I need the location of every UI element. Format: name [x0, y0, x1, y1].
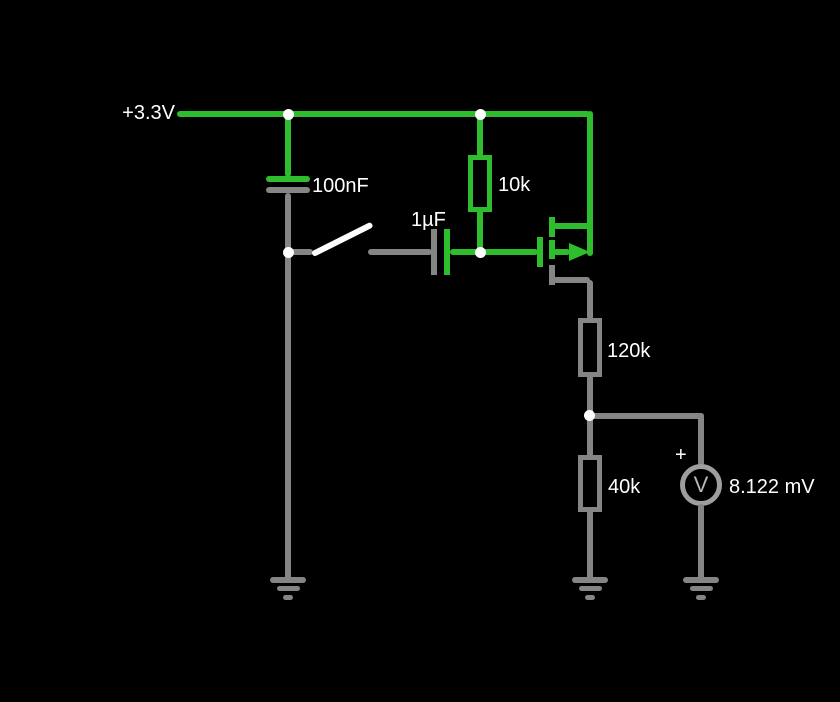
- resistor-r1-value-label: 10k: [498, 174, 531, 196]
- ground-bar-1[interactable]: [683, 577, 719, 583]
- ground-bar-2[interactable]: [690, 586, 713, 591]
- node-dot-rail-c1: [283, 109, 294, 120]
- meter-plus-label: +: [675, 444, 687, 466]
- resistor-r3-value-label: 40k: [608, 476, 641, 498]
- switch-left-post-wire[interactable]: [288, 249, 313, 255]
- mosfet-source-stub[interactable]: [553, 223, 590, 229]
- wire-c1-to-ground[interactable]: [285, 193, 291, 580]
- capacitor-c1-top-lead[interactable]: [285, 111, 291, 177]
- ground-bar-2[interactable]: [277, 586, 300, 591]
- wire-top-rail[interactable]: [177, 111, 590, 117]
- capacitor-c2-right-plate[interactable]: [444, 229, 450, 275]
- wire-meter-to-ground[interactable]: [698, 504, 704, 580]
- mosfet-bulk-arrow-icon: [569, 243, 590, 261]
- ground-bar-1[interactable]: [270, 577, 306, 583]
- ground-bar-3[interactable]: [696, 595, 706, 600]
- resistor-r1-bottom-lead[interactable]: [477, 210, 483, 255]
- supply-voltage-label: +3.3V: [122, 102, 175, 124]
- voltmeter-letter: V: [693, 472, 709, 497]
- wire-gate[interactable]: [450, 249, 538, 255]
- resistor-r2-body[interactable]: [578, 318, 602, 377]
- node-dot-rail-r1: [475, 109, 486, 120]
- mosfet-channel-top[interactable]: [549, 217, 555, 237]
- switch-right-post-wire[interactable]: [368, 249, 432, 255]
- capacitor-c2-value-label: 1µF: [411, 209, 446, 231]
- node-dot-switch: [283, 247, 294, 258]
- resistor-r3-body[interactable]: [578, 455, 602, 512]
- capacitor-c1-bottom-plate[interactable]: [266, 187, 310, 193]
- mosfet-channel-mid[interactable]: [549, 240, 555, 259]
- switch-lever[interactable]: [310, 221, 374, 258]
- node-dot-divider: [584, 410, 595, 421]
- wire-source-drop[interactable]: [587, 111, 593, 256]
- voltmeter-icon[interactable]: V: [680, 464, 722, 506]
- node-dot-gate: [475, 247, 486, 258]
- wire-meter-top-lead[interactable]: [698, 413, 704, 466]
- ground-bar-2[interactable]: [579, 586, 602, 591]
- capacitor-c1-top-plate[interactable]: [266, 176, 310, 182]
- wire-drain-to-r2[interactable]: [587, 280, 593, 320]
- resistor-r2-value-label: 120k: [607, 340, 651, 362]
- wire-r3-to-ground[interactable]: [587, 510, 593, 580]
- ground-bar-3[interactable]: [283, 595, 293, 600]
- ground-bar-3[interactable]: [585, 595, 595, 600]
- mosfet-gate-bar[interactable]: [537, 237, 543, 267]
- mosfet-bulk-stub[interactable]: [553, 249, 570, 255]
- resistor-r1-top-lead[interactable]: [477, 111, 483, 157]
- resistor-r1-body[interactable]: [468, 155, 492, 212]
- mosfet-drain-stub[interactable]: [553, 277, 590, 283]
- capacitor-c1-value-label: 100nF: [312, 175, 369, 197]
- ground-bar-1[interactable]: [572, 577, 608, 583]
- mosfet-channel-bottom[interactable]: [549, 265, 555, 285]
- capacitor-c2-left-plate[interactable]: [431, 229, 437, 275]
- voltmeter-reading: 8.122 mV: [729, 476, 815, 498]
- wire-node-to-meter[interactable]: [587, 413, 704, 419]
